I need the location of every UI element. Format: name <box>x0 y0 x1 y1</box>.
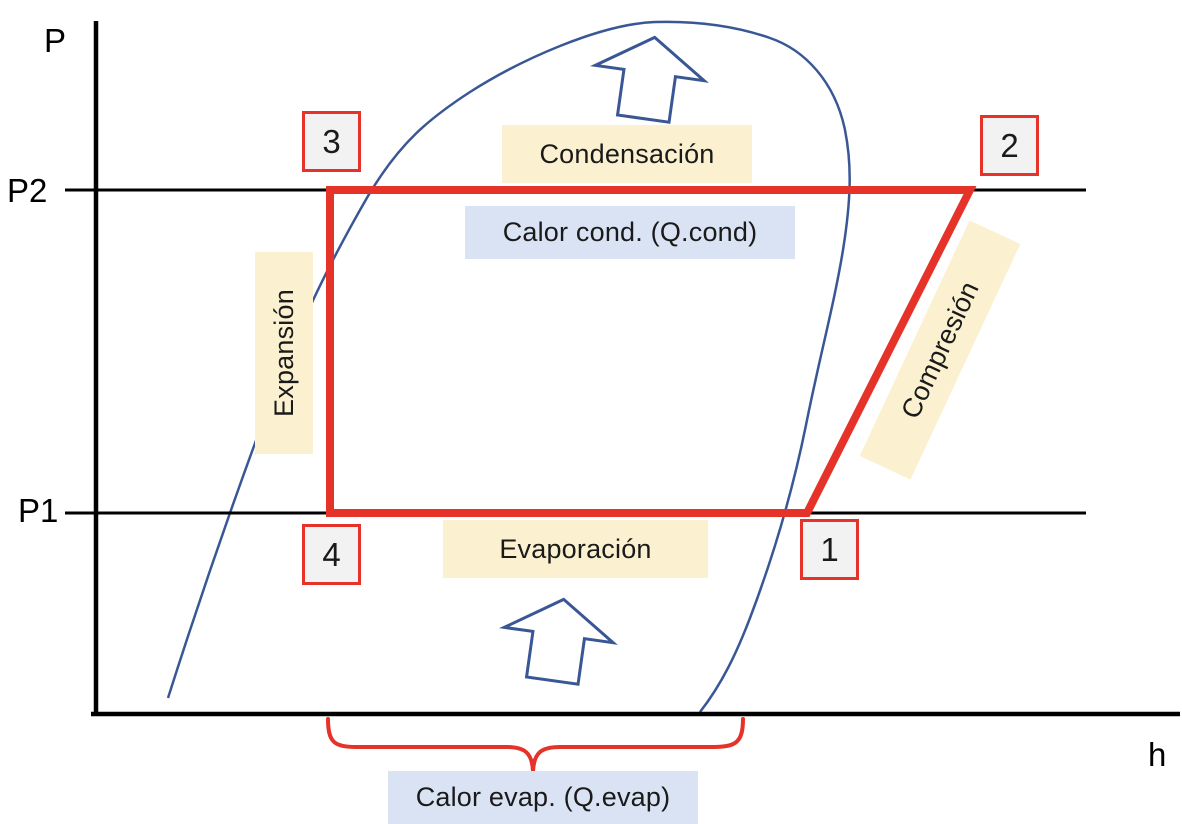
pressure-axis-label: P <box>44 22 67 59</box>
evaporation-up-arrow-icon <box>499 597 618 686</box>
expansion-label: Expansión <box>255 252 313 454</box>
state-point-3: 3 <box>302 111 361 172</box>
condensation-label: Condensación <box>502 125 752 183</box>
isobar-p2-label: P2 <box>7 172 48 209</box>
refrigeration-cycle-path <box>326 186 977 517</box>
isobar-p1-label: P1 <box>18 492 59 529</box>
state-point-2: 2 <box>980 115 1039 176</box>
evaporator-heat-label: Calor evap. (Q.evap) <box>388 771 698 824</box>
evaporation-brace-icon <box>326 717 745 772</box>
state-point-1: 1 <box>800 519 859 580</box>
enthalpy-axis-label: h <box>1148 736 1167 773</box>
state-point-4: 4 <box>302 524 361 585</box>
evaporation-label: Evaporación <box>443 520 708 578</box>
condenser-heat-label: Calor cond. (Q.cond) <box>465 206 795 259</box>
condensation-up-arrow-icon <box>590 35 709 124</box>
